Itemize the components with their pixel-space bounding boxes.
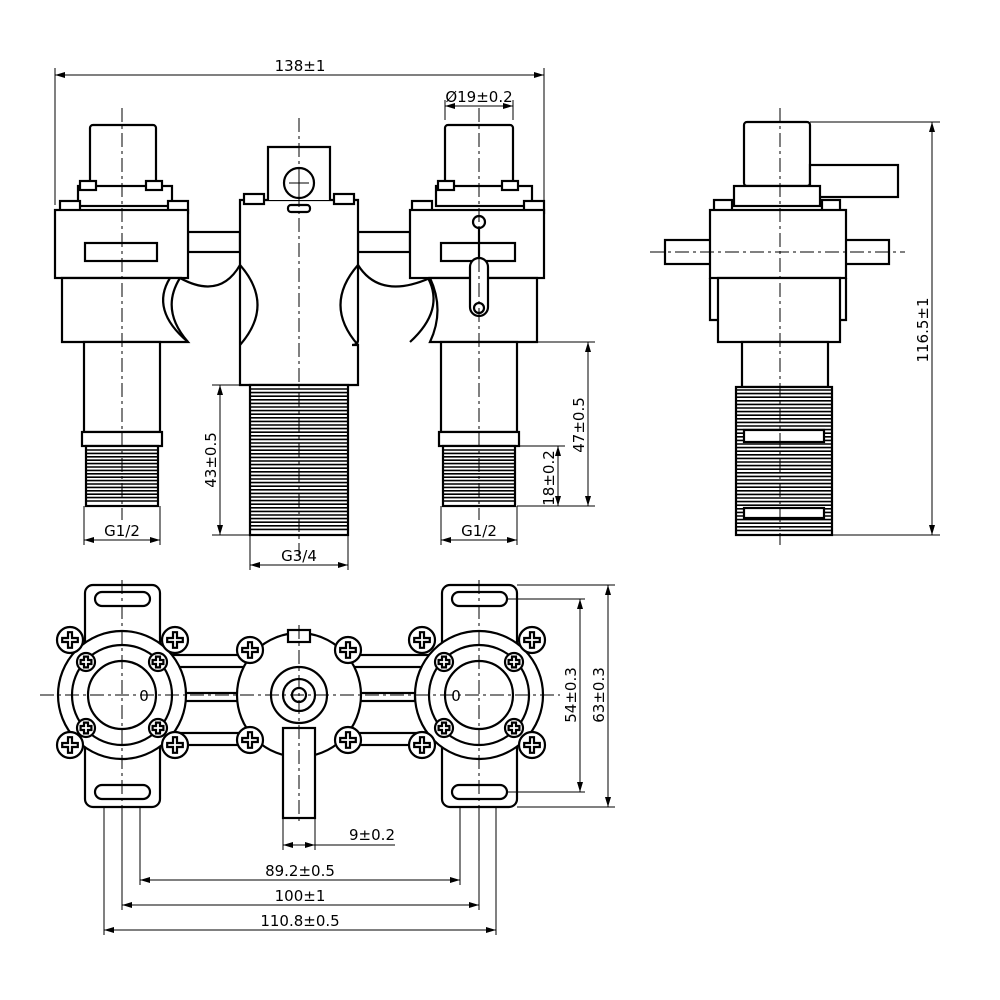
left-lower-body (60, 276, 191, 344)
dim-mount-54: 54±0.3 (562, 667, 580, 723)
screw-cross (437, 721, 451, 735)
screw-cross (413, 631, 431, 649)
screw-cross (61, 631, 79, 649)
screw-cross (523, 631, 541, 649)
bridge-curve-left (179, 264, 241, 288)
side-cap (742, 120, 812, 188)
bridge-curve-right (357, 264, 431, 288)
dim-inlet-right: G1/2 (461, 522, 497, 540)
side-lower-body (716, 276, 842, 344)
side-block (708, 208, 848, 280)
screw-cross (507, 655, 521, 669)
screw-cross (166, 631, 184, 649)
screw-cross (79, 655, 93, 669)
dim-cap-diameter: Ø19±0.2 (445, 88, 512, 106)
right-connector-bar (356, 230, 412, 254)
side-bonnet (732, 184, 822, 208)
side-neck (740, 340, 830, 389)
screw-cross (166, 736, 184, 754)
screw-cross (413, 736, 431, 754)
side-handle (808, 163, 900, 199)
left-knob-mark: 0 (139, 687, 149, 705)
screw-cross (151, 721, 165, 735)
screw-cross (61, 736, 79, 754)
dim-inlet-length: 47±0.5 (570, 397, 588, 453)
screw-cross (241, 641, 259, 659)
center-curve-left (239, 264, 259, 346)
right-knob-mark: 0 (451, 687, 461, 705)
top-bar-right (348, 653, 432, 669)
screw-cross (339, 731, 357, 749)
screw-cross (507, 721, 521, 735)
dim-spacing-89: 89.2±0.5 (265, 862, 335, 880)
dimension-lines: 138±1 Ø19±0.2 G1/2 G1/2 G3/4 43±0.5 47±0… (54, 57, 940, 935)
dim-outlet-length: 43±0.5 (202, 432, 220, 488)
right-body-curve (409, 277, 435, 343)
center-curve-right (339, 264, 359, 346)
dim-mount-63: 63±0.3 (590, 667, 608, 723)
left-body-curve (162, 277, 189, 343)
dim-inlet-thread-length: 18±0.2 (540, 450, 558, 506)
front-view (53, 108, 546, 560)
screw-heads (55, 625, 547, 760)
top-view: 0 0 (40, 580, 560, 825)
dim-handle-width: 9±0.2 (349, 826, 395, 844)
left-thread-lines (86, 449, 158, 502)
left-connector-bar (186, 230, 242, 254)
screw-cross (523, 736, 541, 754)
dim-inlet-left: G1/2 (104, 522, 140, 540)
dim-overall-height: 116.5±1 (914, 297, 932, 362)
screw-cross (79, 721, 93, 735)
dim-spacing-100: 100±1 (275, 887, 326, 905)
mid-bar-right (353, 691, 417, 703)
screw-cross (241, 731, 259, 749)
left-window (83, 241, 159, 263)
left-cap (88, 123, 158, 189)
screw-cross (151, 655, 165, 669)
screw-cross (339, 641, 357, 659)
dim-spacing-110: 110.8±0.5 (260, 912, 339, 930)
dim-outlet: G3/4 (281, 547, 317, 565)
dim-overall-width: 138±1 (275, 57, 326, 75)
side-view (650, 108, 905, 545)
screw-cross (437, 655, 451, 669)
